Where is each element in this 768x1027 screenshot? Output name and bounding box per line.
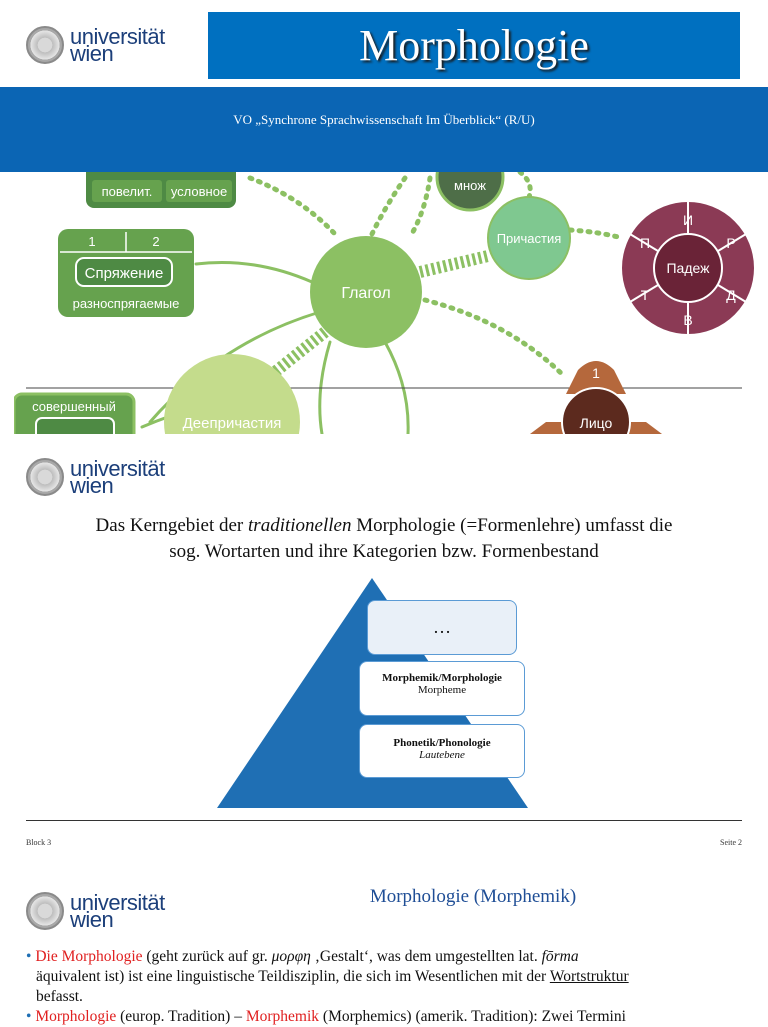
- footer-page: Seite 2: [720, 838, 742, 847]
- pyramid-phonetik-box: Phonetik/Phonologie Lautebene: [359, 724, 525, 778]
- number-label: множ: [454, 178, 486, 193]
- aspect-label: совершенный: [32, 399, 116, 414]
- verb-mindmap: повелит. условное 1 2 Спряжение разноспр…: [14, 172, 756, 434]
- pyramid-mid-sub: Morpheme: [417, 684, 467, 696]
- logo-line2: wien: [70, 41, 114, 66]
- participle-label: Причастия: [497, 231, 562, 246]
- person-circle: [561, 387, 631, 434]
- case-letter-nominative: И: [683, 212, 693, 228]
- participle-circle: [487, 196, 571, 280]
- logo-line2: wien: [70, 473, 114, 498]
- person-top: [566, 361, 626, 394]
- connector-participle-top: [517, 172, 533, 203]
- conjugation-number-2: 2: [152, 234, 159, 249]
- mood-item-conditional: условное: [171, 184, 227, 199]
- person-label: Лицо: [580, 415, 613, 431]
- pyramid-bottom-sub: Lautebene: [419, 749, 465, 761]
- mood-item-imperative: повелит.: [102, 184, 153, 199]
- connector-number-b: [407, 175, 433, 240]
- case-center-label: Падеж: [666, 260, 710, 276]
- connector-conjugation: [194, 261, 314, 284]
- gerund-circle: [164, 354, 300, 434]
- university-seal-icon: [26, 458, 64, 496]
- connector-person: [422, 297, 568, 380]
- logo-line1: universität: [70, 890, 165, 915]
- connector-center-participle: [418, 250, 490, 278]
- pyramid-mid-title: Morphemik/Morphologie: [382, 672, 502, 684]
- connector-number-a: [369, 175, 408, 237]
- logo-line1: universität: [70, 24, 165, 49]
- logo-line1: universität: [70, 456, 165, 481]
- slide-title: Morphologie: [208, 12, 740, 79]
- university-seal-icon: [26, 26, 64, 64]
- slide3-title: Morphologie (Morphemik): [369, 886, 577, 907]
- case-letter-genitive: Р: [726, 235, 735, 251]
- case-wheel: [620, 200, 756, 336]
- gerund-label: Деепричастия: [183, 415, 282, 432]
- morphology-bullets: • Die Morphologie (geht zurück auf gr. μ…: [26, 947, 746, 1027]
- conjugation-number-1: 1: [88, 234, 95, 249]
- slide2-separator: [26, 820, 742, 821]
- case-letter-prepositional: П: [640, 235, 650, 251]
- university-logo-2: universität wien: [26, 456, 165, 498]
- center-label: Глагол: [341, 285, 390, 302]
- pyramid-top-box: …: [367, 600, 517, 655]
- slide-subtitle: VO „Synchrone Sprachwissenschaft Im Über…: [0, 87, 768, 172]
- bullet-terminology: • Morphologie (europ. Tradition) – Morph…: [26, 1008, 626, 1025]
- number-circle: [435, 172, 505, 212]
- case-letter-instrumental: Т: [641, 287, 650, 303]
- pyramid-morphemik-box: Morphemik/Morphologie Morpheme: [359, 661, 525, 716]
- connector-down-left: [318, 340, 332, 434]
- connector-mood: [247, 175, 338, 237]
- footer-block: Block 3: [26, 838, 52, 847]
- pyramid-bottom-title: Phonetik/Phonologie: [393, 737, 491, 749]
- bullet-definition: • Die Morphologie (geht zurück auf gr. μ…: [26, 948, 579, 965]
- university-logo-3: universität wien: [26, 890, 165, 932]
- logo-line2: wien: [70, 907, 114, 932]
- center-circle: [310, 236, 422, 348]
- case-letter-dative: Д: [726, 287, 736, 303]
- person-number: 1: [592, 365, 600, 381]
- conjugation-sub: разноспрягаемые: [73, 296, 180, 311]
- connector-center-gerund: [271, 327, 329, 377]
- connector-case: [567, 227, 625, 241]
- kern-statement: Das Kerngebiet der traditionellen Morpho…: [95, 515, 673, 562]
- university-logo: universität wien: [26, 24, 165, 66]
- case-letter-accusative: В: [683, 312, 692, 328]
- university-seal-icon: [26, 892, 64, 930]
- conjugation-label: Спряжение: [85, 265, 164, 282]
